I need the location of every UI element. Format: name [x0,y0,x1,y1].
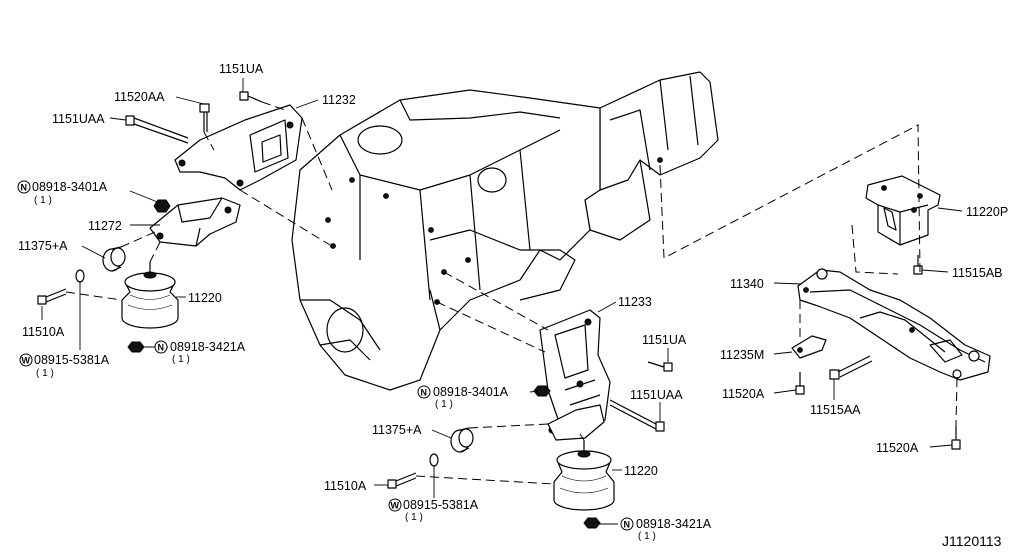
engine-mount-insulator-right [553,440,615,511]
leader-lines [41,78,963,525]
washer-symbol-top: W [19,353,33,367]
callout-08918-3401A-mid-qty: ( 1 ) [435,399,453,410]
svg-text:N: N [624,520,631,530]
engine-mount-insulator-left [121,262,179,329]
callout-11375A-bot: 11375+A [372,423,422,437]
svg-text:N: N [158,343,165,353]
callout-08915-5381A-top-qty: ( 1 ) [36,368,54,379]
nut-symbol-bot: N [620,517,634,531]
callout-11515AA: 11515AA [810,403,861,417]
callout-11375A-top: 11375+A [18,239,68,253]
callout-11235M: 11235M [720,348,764,362]
assembly-dashed-lines [65,101,958,485]
svg-text:W: W [391,501,400,511]
callout-11232: 11232 [322,93,356,107]
callout-11520A-a: 11520A [722,387,765,401]
nut-symbol-top-lower: N [154,340,168,354]
callout-11510A-top: 11510A [22,325,65,339]
callout-1151UAA-top: 1151UAA [52,112,105,126]
svg-text:N: N [21,183,28,193]
transmission-mount-group [791,175,991,450]
callout-11515AB: 11515AB [952,266,1003,280]
callout-11220P: 11220P [966,205,1008,219]
lower-center-mount-group [387,309,673,529]
callout-11340: 11340 [730,277,764,291]
callout-08915-5381A-bot-qty: ( 1 ) [405,512,423,523]
callout-1151UA-top: 1151UA [219,62,264,76]
callout-08918-3421A-top: 08918-3421A [170,340,246,354]
nut-symbol-mid: N [417,385,431,399]
svg-text:N: N [421,388,428,398]
callout-11272: 11272 [88,219,122,233]
callout-08915-5381A-bot: 08915-5381A [403,498,479,512]
callout-08918-3421A-bot-qty: ( 1 ) [638,531,656,542]
callout-08918-3421A-bot: 08918-3421A [636,517,712,531]
callout-08915-5381A-top: 08915-5381A [34,353,110,367]
callout-11233: 11233 [618,295,652,309]
nut-symbol-top: N [17,180,31,194]
callout-11520AA: 11520AA [114,90,165,104]
svg-text:W: W [22,356,31,366]
upper-left-mount-group [37,91,303,353]
callout-1151UAA-mid: 1151UAA [630,388,683,402]
callout-11520A-b: 11520A [876,441,919,455]
callout-11220-bot: 11220 [624,464,658,478]
diagram-id: J1120113 [942,533,1002,549]
callout-labels: 1151UA 11520AA 1151UAA 11232 N 08918-340… [17,62,1008,549]
callout-11510A-bot: 11510A [324,479,367,493]
callout-08918-3421A-top-qty: ( 1 ) [172,354,190,365]
callout-08918-3401A-top: 08918-3401A [32,180,108,194]
callout-08918-3401A-top-qty: ( 1 ) [34,195,52,206]
callout-1151UA-mid: 1151UA [642,333,687,347]
engine-transmission-assembly [291,71,719,391]
callout-11220-top: 11220 [188,291,222,305]
callout-08918-3401A-mid: 08918-3401A [433,385,509,399]
washer-symbol-bot: W [388,498,402,512]
